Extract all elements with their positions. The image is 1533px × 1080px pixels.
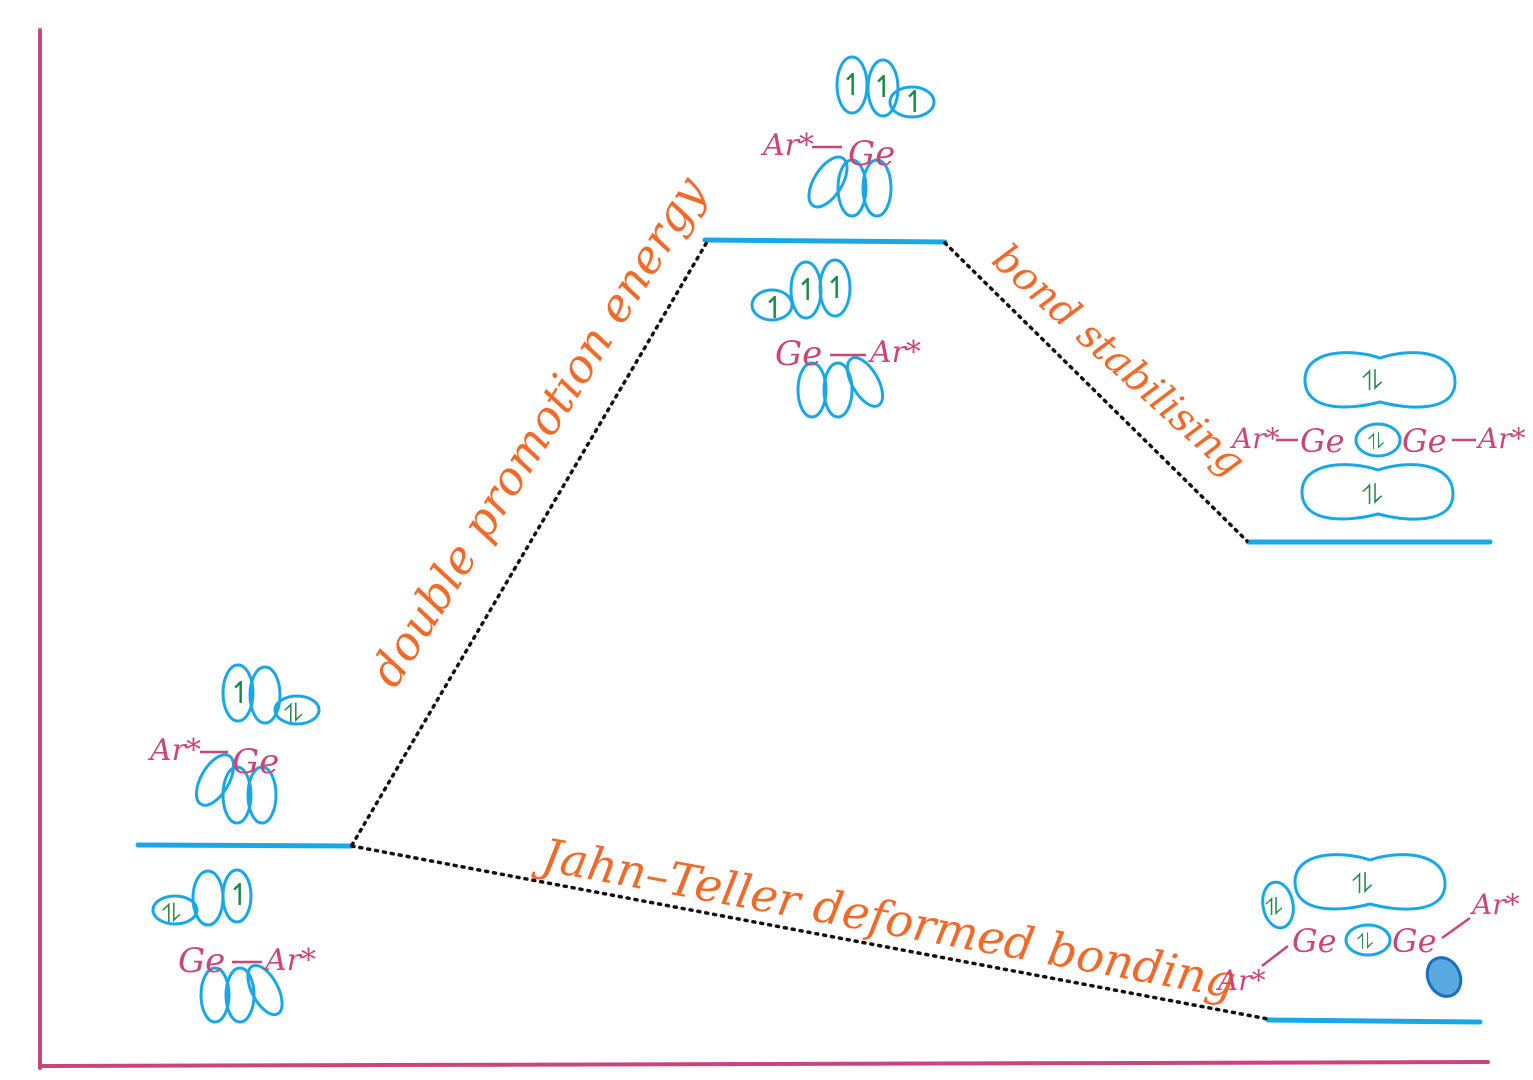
sigma-orbital bbox=[1354, 422, 1402, 458]
level-ground-left bbox=[135, 842, 355, 849]
orbital-lobe bbox=[796, 361, 828, 419]
ar-star-label: Ar* bbox=[262, 943, 316, 978]
electron-single: ↿ bbox=[228, 676, 253, 711]
annotation-promotion: double promotion energy bbox=[359, 166, 718, 696]
orbital-lobe bbox=[246, 765, 278, 825]
electron-pair: ⥮ bbox=[1352, 867, 1372, 900]
connectors bbox=[350, 240, 1270, 1021]
x-axis bbox=[38, 1060, 1490, 1068]
orbital-lobe bbox=[822, 361, 854, 419]
orbital-lobe bbox=[194, 753, 236, 807]
ge-label: Ge bbox=[1300, 422, 1345, 460]
electron-pair: ⥮ bbox=[284, 699, 303, 729]
ge-label: Ge bbox=[232, 742, 279, 782]
ar-star-label: Ar* bbox=[1475, 422, 1526, 455]
electron-pair: ⥮ bbox=[1368, 430, 1384, 455]
ge-label: Ge bbox=[848, 134, 895, 174]
orbital-lobe bbox=[191, 869, 225, 927]
pi-orbital-lower bbox=[1300, 463, 1455, 521]
ar-star-label: Ar* bbox=[1215, 964, 1266, 997]
orbital-lobe bbox=[221, 663, 255, 723]
electron-pair: ⥮ bbox=[1357, 930, 1373, 955]
sigma-orbital bbox=[1344, 923, 1392, 957]
bond-line bbox=[1441, 916, 1471, 940]
fragment-multiple-bond bbox=[1300, 351, 1457, 521]
pi-orbital-upper bbox=[1303, 351, 1457, 409]
orbital-lobe bbox=[246, 963, 284, 1017]
electron-single: ↿ bbox=[762, 291, 787, 326]
annotation-jahn-teller: Jahn–Teller deformed bonding bbox=[530, 826, 1240, 1009]
electron-single: ↿ bbox=[871, 70, 896, 105]
connector-promotion bbox=[350, 240, 709, 847]
ar-star-label: Ar* bbox=[760, 128, 814, 163]
ar-star-label: Ar* bbox=[1469, 888, 1520, 921]
level-promoted-top bbox=[702, 237, 948, 245]
ar-star-label: Ar* bbox=[1229, 422, 1280, 455]
ar-star-label: Ar* bbox=[147, 733, 201, 768]
orbital-lobe bbox=[221, 868, 253, 924]
hatched-lone-pair-lobe bbox=[1425, 956, 1463, 998]
ge-label: Ge bbox=[1402, 422, 1447, 460]
orbital-lobe bbox=[888, 85, 936, 119]
orbital-lobe bbox=[199, 966, 231, 1024]
fragment-ground-lower bbox=[151, 868, 284, 1024]
orbital-lobe bbox=[248, 665, 282, 725]
connector-jahn-teller bbox=[350, 844, 1270, 1021]
orbital-lobe bbox=[273, 694, 321, 726]
ge-label: Ge bbox=[1392, 922, 1437, 960]
electron-pair: ⥮ bbox=[162, 899, 181, 929]
orbital-lobe bbox=[818, 258, 852, 318]
orbital-lobe bbox=[151, 894, 199, 926]
bond-line bbox=[1261, 945, 1289, 967]
annotation-bond: bond stabilising bbox=[983, 235, 1254, 485]
orbital-lobe bbox=[845, 356, 885, 408]
lone-pair-lobe bbox=[1261, 880, 1295, 930]
level-trans-bent-right bbox=[1265, 1017, 1483, 1025]
fragment-ground-upper bbox=[194, 663, 321, 825]
electron-single: ↿ bbox=[795, 273, 820, 308]
electron-pair: ⥮ bbox=[1362, 478, 1382, 511]
electron-pair: ⥮ bbox=[1362, 364, 1382, 397]
orbital-lobe bbox=[866, 58, 900, 118]
electron-single: ↿ bbox=[824, 271, 849, 306]
fragment-trans-bent bbox=[1261, 853, 1447, 957]
fragment-promoted-upper bbox=[807, 55, 936, 218]
orbital-lobe bbox=[836, 158, 868, 218]
ge-label: Ge bbox=[1292, 922, 1337, 960]
orbital-lobe bbox=[861, 158, 893, 218]
pi-orbital bbox=[1293, 853, 1447, 911]
electron-single: ↿ bbox=[227, 878, 252, 913]
electron-single: ↿ bbox=[902, 85, 927, 120]
electron-pair: ⥮ bbox=[1265, 893, 1282, 921]
ge-label: Ge bbox=[178, 941, 225, 981]
ar-star-label: Ar* bbox=[867, 335, 921, 370]
orbital-lobe bbox=[221, 765, 253, 825]
connector-bond bbox=[943, 241, 1249, 543]
ge-label: Ge bbox=[775, 334, 822, 374]
fragment-promoted-lower bbox=[750, 258, 885, 419]
orbital-lobe bbox=[807, 155, 849, 209]
electron-single: ↿ bbox=[840, 68, 865, 103]
